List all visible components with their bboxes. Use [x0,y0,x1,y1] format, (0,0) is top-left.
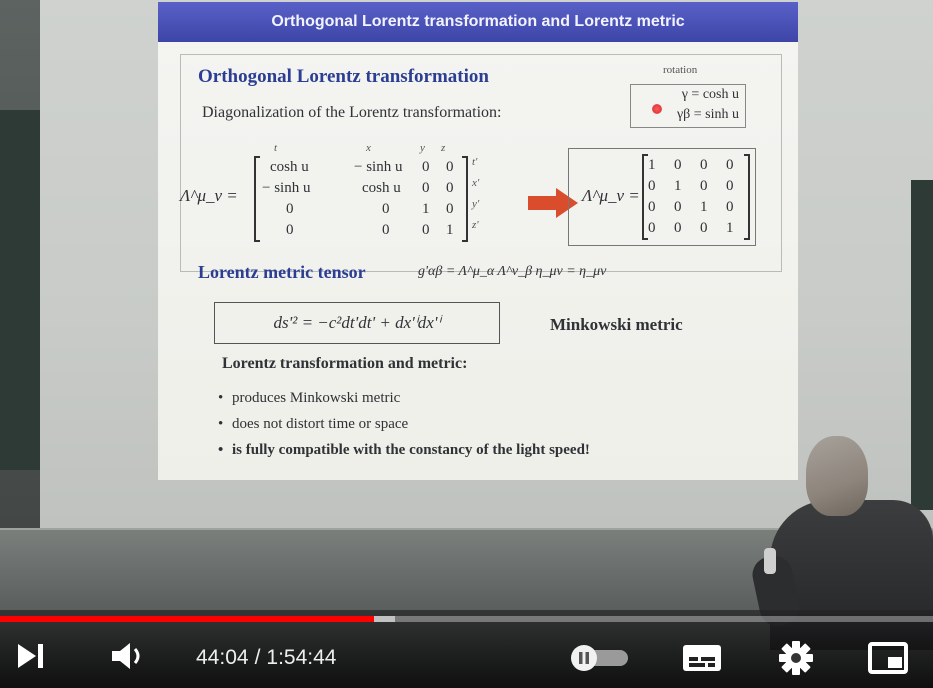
player-controls [0,610,933,688]
next-icon [18,644,43,668]
list-item: •produces Minkowski metric [218,389,401,406]
autoplay-toggle-icon [571,645,628,671]
subtitles-icon [683,645,721,671]
time-separator: / [254,646,261,669]
cell: 0 [422,222,430,238]
cell: 0 [446,201,454,217]
lambda-label: Λ^μ_ν = [180,186,238,205]
cell: 0 [382,201,390,217]
cell: 0 [422,159,430,175]
cell: − sinh u [354,159,403,175]
time-display: 44:04/1:54:44 [196,646,336,670]
next-button[interactable] [12,638,48,674]
rotation-line1: γ = cosh u [681,87,739,102]
cell: − sinh u [262,180,311,196]
row-label-y: y' [472,198,480,210]
section1-title: Orthogonal Lorentz transformation [198,66,489,87]
volume-icon [112,643,140,669]
cell: 0 [726,157,734,173]
current-time: 44:04 [196,646,249,669]
cell: 1 [422,201,430,217]
cell: 0 [674,157,682,173]
arrow-shaft [528,196,558,210]
col-label-x: x [366,142,371,154]
cell: 1 [674,178,682,194]
list-item: •is fully compatible with the constancy … [218,441,590,458]
cell: 1 [726,220,734,236]
rotation-line2: γβ = sinh u [676,107,739,122]
miniplayer-icon [868,642,908,674]
volume-button[interactable] [108,638,152,674]
cell: 0 [700,220,708,236]
minkowski-label: Minkowski metric [550,315,683,334]
cell: cosh u [362,180,401,196]
lecturer-head [806,436,868,516]
row-label-x: x' [472,177,480,189]
cell: 0 [382,222,390,238]
slide-title: Orthogonal Lorentz transformation and Lo… [158,2,798,42]
diagonalization-text: Diagonalization of the Lorentz transform… [202,104,502,121]
line-element-equation: ds'² = −c²dt'dt' + dx'ⁱdx'ⁱ [273,313,441,332]
cell: 1 [700,199,708,215]
slide-inner-frame [180,54,782,272]
cell: 0 [726,178,734,194]
cell: 0 [648,178,656,194]
identity-lambda-label: Λ^μ_ν = [582,186,640,205]
progress-bar[interactable] [0,616,933,622]
col-label-y: y [420,142,425,154]
list-item: •does not distort time or space [218,415,409,432]
cell: 1 [648,157,656,173]
identity-matrix [642,154,750,240]
settings-button[interactable] [776,638,816,678]
row-label-t: t' [472,156,478,168]
miniplayer-button[interactable] [866,640,910,676]
cell: 0 [700,157,708,173]
cell: cosh u [270,159,309,175]
bullet-text: produces Minkowski metric [232,389,401,406]
right-arrow-icon [556,188,578,218]
lt-metric-heading: Lorentz transformation and metric: [222,355,468,372]
duration: 1:54:44 [266,646,337,669]
cell: 0 [674,220,682,236]
chalkboard-left [0,110,40,470]
section2-title: Lorentz metric tensor [198,262,366,282]
line-element-box: ds'² = −c²dt'dt' + dx'ⁱdx'ⁱ [214,302,500,344]
lecture-slide: Orthogonal Lorentz transformation and Lo… [158,2,798,480]
progress-played [0,616,375,622]
cell: 0 [700,178,708,194]
cell: 0 [286,222,294,238]
subtitles-button[interactable] [680,641,724,675]
settings-icon [779,641,813,675]
cell: 0 [422,180,430,196]
col-label-z: z [441,142,446,154]
metric-equation: g'αβ = Λ^μ_α Λ^ν_β η_μν = η_μν [418,264,607,279]
cell: 0 [446,159,454,175]
autoplay-toggle[interactable] [566,643,632,673]
laser-pointer-device [764,548,776,574]
col-label-t: t [274,142,278,154]
cell: 0 [674,199,682,215]
rotation-box: γ = cosh u γβ = sinh u [630,84,746,128]
lorentz-matrix [254,156,468,242]
row-label-z: z' [472,219,479,231]
cell: 0 [648,220,656,236]
cell: 1 [446,222,454,238]
cell: 0 [726,199,734,215]
cell: 0 [648,199,656,215]
bullet-text: does not distort time or space [232,415,409,432]
rotation-label: rotation [663,64,698,76]
bullet-text: is fully compatible with the constancy o… [232,441,590,458]
laser-pointer-dot [652,104,662,114]
cell: 0 [286,201,294,217]
cell: 0 [446,180,454,196]
bullet-list: •produces Minkowski metric •does not dis… [218,385,590,463]
chalkboard-right [911,180,933,510]
identity-box [568,148,756,246]
